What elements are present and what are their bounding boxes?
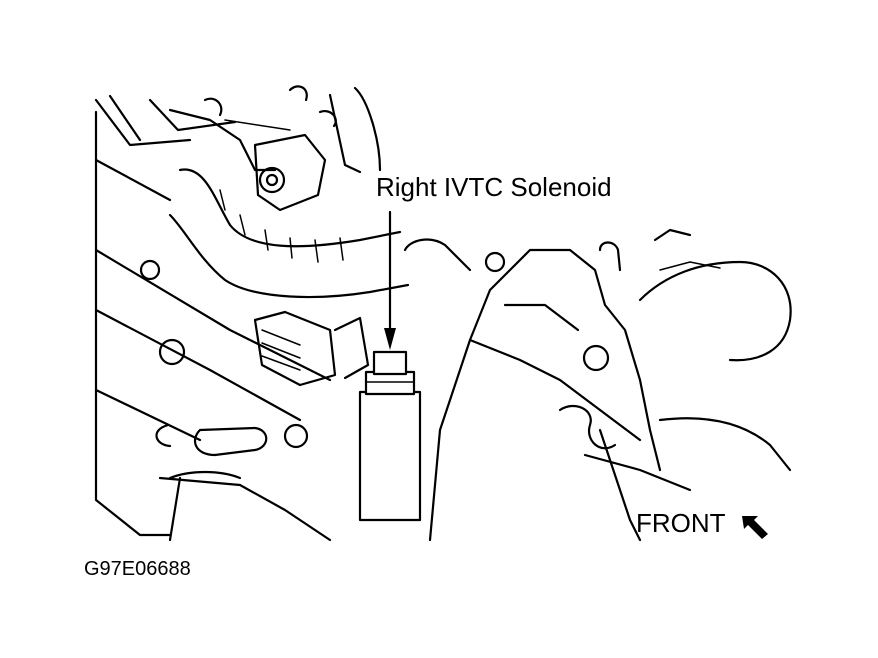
ivtc-solenoid <box>358 350 422 522</box>
engine-outline <box>94 110 332 537</box>
wire-harness <box>94 94 291 147</box>
front-direction-label: FRONT <box>636 508 726 538</box>
front-arrow-icon <box>742 516 768 539</box>
top-right-fittings <box>598 228 721 272</box>
upper-bracket <box>168 85 382 212</box>
cylinder-head-cover <box>403 238 662 542</box>
figure-id: G97E06688 <box>84 558 191 580</box>
callout-leader <box>384 210 396 350</box>
oil-filler-cap <box>168 470 242 480</box>
radiator-hose <box>558 260 792 542</box>
electrical-connector <box>253 310 370 387</box>
coolant-hose <box>168 168 410 299</box>
lower-left-detail <box>155 423 332 542</box>
callout-label: Right IVTC Solenoid <box>376 172 612 202</box>
bolt-heads <box>139 251 610 449</box>
